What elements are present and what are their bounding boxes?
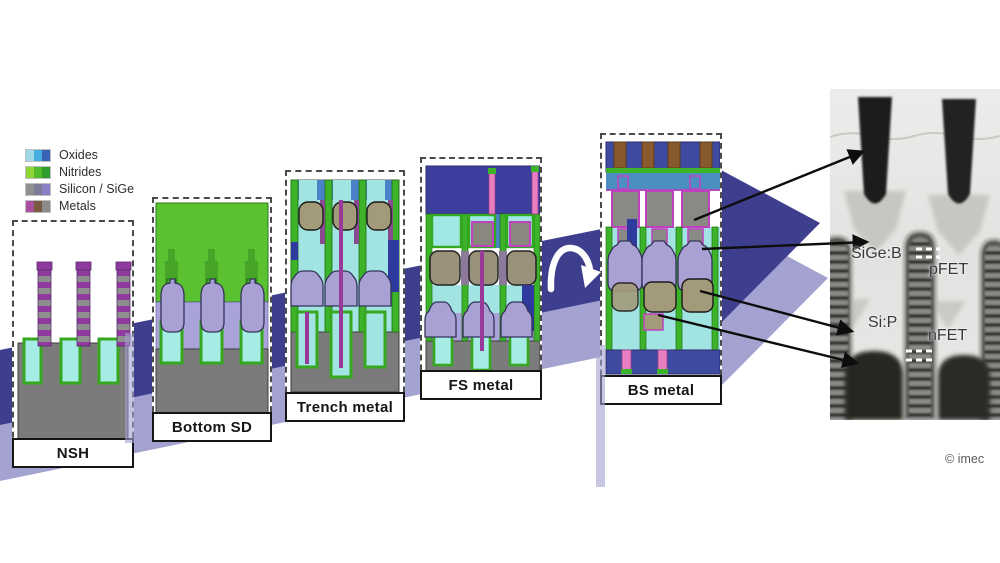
metals-swatch: [25, 199, 51, 213]
legend-row-nitrides: Nitrides: [25, 164, 134, 180]
sem-label-sige-b: SiGe:B: [851, 245, 902, 262]
panel-nsh: NSH: [12, 220, 134, 468]
panel-bs-metal: BS metal: [600, 133, 722, 405]
legend-row-silicon: Silicon / SiGe: [25, 181, 134, 197]
trench-metal-cross-section-icon: [290, 179, 400, 393]
sem-label-pfet: pFET: [929, 261, 969, 278]
oxides-swatch: [25, 148, 51, 162]
panel-bottom-sd: Bottom SD: [152, 197, 272, 442]
step-label-trench-metal: Trench metal: [285, 392, 405, 422]
panel-fs-metal: FS metal: [420, 157, 542, 400]
legend-label: Silicon / SiGe: [59, 182, 135, 196]
sem-label-nfet: nFET: [928, 327, 968, 344]
step-label-fs-metal: FS metal: [420, 370, 542, 400]
legend-label: Nitrides: [59, 165, 102, 179]
gate-level-dashed-marks: [906, 247, 940, 362]
bottom-sd-cross-section-icon: [155, 202, 269, 416]
material-legend: Oxides Nitrides Silicon / SiGe Metals: [25, 147, 134, 215]
nsh-cross-section-icon: [17, 261, 132, 441]
sem-label-sip: Si:P: [868, 314, 898, 331]
step-label-bs-metal: BS metal: [600, 375, 722, 405]
legend-row-oxides: Oxides: [25, 147, 134, 163]
bs-metal-cross-section-icon: [605, 141, 720, 375]
silicon-swatch: [25, 182, 51, 196]
step-label-nsh: NSH: [12, 438, 134, 468]
legend-label: Metals: [59, 199, 96, 213]
fs-metal-cross-section-icon: [424, 165, 540, 373]
legend-row-metals: Metals: [25, 198, 134, 214]
legend-label: Oxides: [59, 148, 98, 162]
step-label-bottom-sd: Bottom SD: [152, 412, 272, 442]
copyright-text: © imec: [945, 452, 985, 466]
panel-trench-metal: Trench metal: [285, 170, 405, 422]
nitrides-swatch: [25, 165, 51, 179]
